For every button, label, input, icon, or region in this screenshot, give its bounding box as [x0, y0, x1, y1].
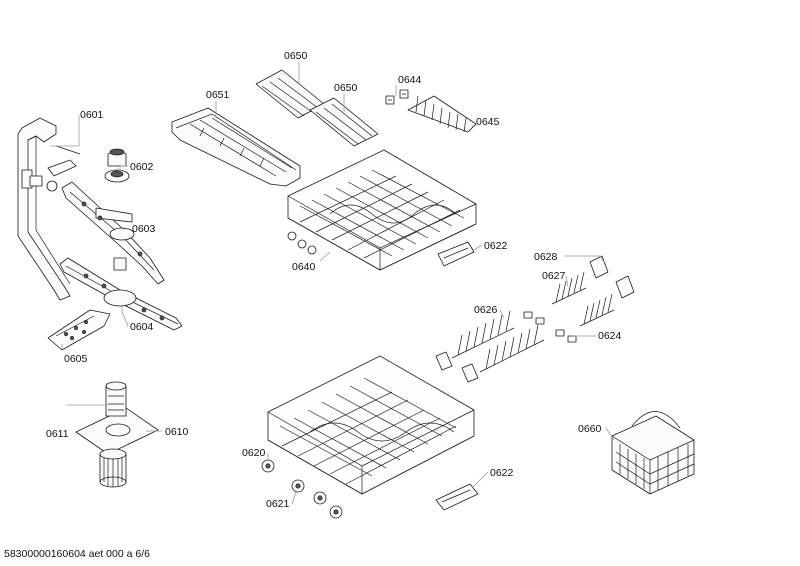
drawing-0601-supply-pipe: [17, 117, 81, 301]
part-number-0602: 0602: [130, 161, 154, 173]
document-footer-code: 58300000160604 aet 000 a 6/6: [4, 548, 150, 560]
drawing-0650-rail-b: [309, 97, 379, 147]
part-number-0644: 0644: [398, 74, 422, 86]
part-number-0627: 0627: [542, 270, 566, 282]
part-number-0651: 0651: [206, 89, 230, 101]
drawing-0626-tine-row: [451, 310, 545, 373]
drawing-0644-clip: [385, 89, 409, 105]
part-number-0624: 0624: [598, 330, 622, 342]
part-number-0650-b: 0650: [334, 82, 358, 94]
drawing-0605-disc: [47, 309, 111, 351]
drawing-0627-tine-row: [551, 271, 615, 327]
part-number-0622-lower: 0622: [490, 467, 514, 479]
drawing-0622-handle-lower: [435, 483, 479, 511]
drawing-0620-wheels: [261, 459, 275, 473]
drawing-0603-upper-spray-arm: [61, 181, 165, 285]
part-number-0603: 0603: [132, 223, 156, 235]
drawing-0602-bearing: [104, 148, 130, 183]
drawing-lower-basket: [267, 355, 475, 495]
drawing-0640-upper-basket: [287, 149, 477, 271]
part-number-0650-a: 0650: [284, 50, 308, 62]
part-number-0622-upper: 0622: [484, 240, 508, 252]
part-number-0660: 0660: [578, 423, 602, 435]
drawing-0610-filter-assembly: [75, 381, 159, 455]
drawing-0604-lower-spray-arm: [59, 257, 183, 331]
part-number-0645: 0645: [476, 116, 500, 128]
drawing-0624-clips: [523, 311, 577, 343]
part-number-0628: 0628: [534, 251, 558, 263]
part-number-0604: 0604: [130, 321, 154, 333]
part-number-0626: 0626: [474, 304, 498, 316]
part-number-0620: 0620: [242, 447, 266, 459]
drawing-0660-cutlery-basket: [611, 411, 695, 495]
part-number-0605: 0605: [64, 353, 88, 365]
drawing-0622-handle-upper: [437, 241, 475, 267]
drawing-0621-wheels: [291, 479, 343, 519]
drawing-0651-cutlery-tray: [171, 107, 301, 187]
drawing-0645-rack-insert: [407, 95, 477, 133]
part-number-0610: 0610: [165, 426, 189, 438]
part-number-0621: 0621: [266, 498, 290, 510]
drawing-0628-holders: [435, 255, 635, 383]
part-number-0640: 0640: [292, 261, 316, 273]
part-number-0601: 0601: [80, 109, 104, 121]
part-number-0611: 0611: [46, 428, 69, 440]
drawing-0611-micro-filter: [99, 448, 127, 488]
leader-lines: [50, 62, 615, 505]
